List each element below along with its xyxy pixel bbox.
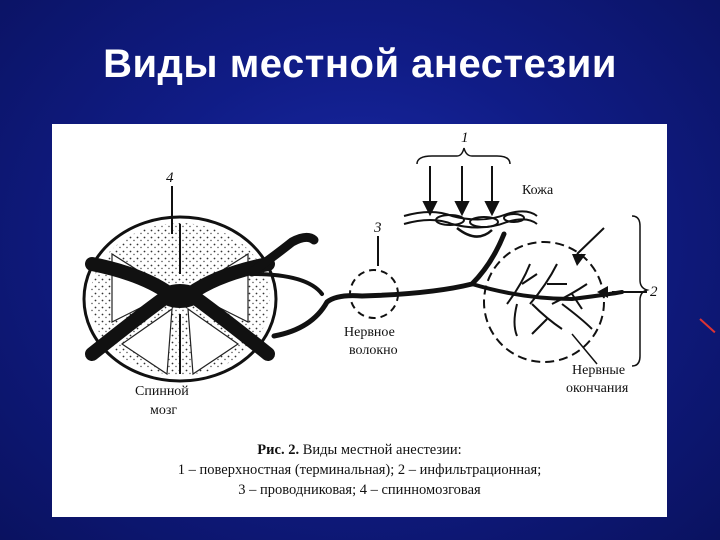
label-number-2: 2: [650, 284, 658, 300]
decorative-line: [699, 318, 716, 334]
skin-layer: [403, 210, 538, 238]
caption-title: Виды местной анестезии:: [302, 442, 462, 458]
label-number-1: 1: [461, 130, 469, 146]
surface-arrows: [422, 166, 500, 217]
label-nerve-endings-2: окончания: [566, 381, 629, 396]
label-number-4: 4: [166, 170, 174, 186]
spinal-cord-section: [82, 215, 278, 383]
caption-figure-number: Рис. 2.: [257, 442, 300, 458]
label-spinal-cord-2: мозг: [150, 403, 177, 418]
brace-1: [416, 147, 511, 165]
caption-line-2: 1 – поверхностная (терминальная); 2 – ин…: [177, 462, 542, 478]
brace-2: [631, 215, 650, 367]
infiltration-zone: [483, 227, 647, 363]
label-spinal-cord-1: Спинной: [135, 384, 189, 399]
endings-pointer: [571, 333, 598, 365]
label-nerve-fiber-1: Нервное: [344, 325, 395, 340]
slide-title: Виды местной анестезии: [103, 42, 617, 86]
label-number-3: 3: [373, 220, 382, 236]
label-nerve-fiber-2: волокно: [349, 343, 398, 358]
caption-line-1: Рис. 2. Виды местной анестезии:: [52, 442, 667, 459]
conduction-zone: [349, 236, 399, 319]
anesthesia-diagram: 1 2 3 4 Кож: [82, 130, 658, 418]
anesthesia-figure: 1 2 3 4 Кож: [52, 124, 667, 517]
label-nerve-endings-1: Нервные: [572, 363, 625, 378]
nerve-fiber: [247, 231, 624, 339]
caption-line-3: 3 – проводниковая; 4 – спинномозговая: [238, 482, 481, 498]
label-skin: Кожа: [522, 183, 554, 198]
